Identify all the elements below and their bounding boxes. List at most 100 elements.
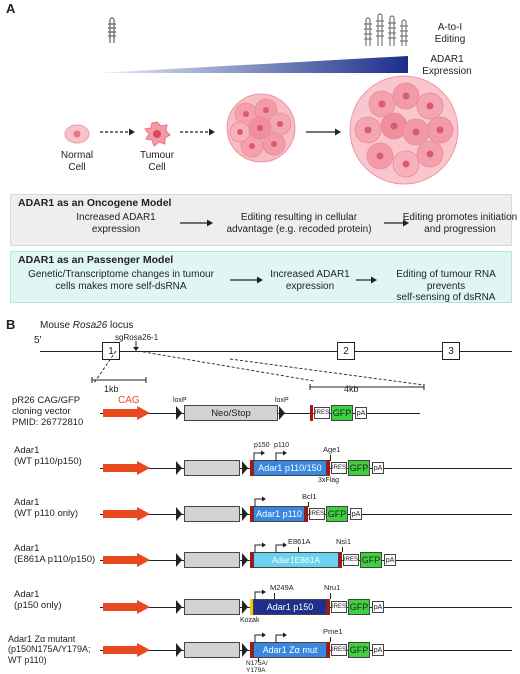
red-linker [305, 506, 308, 522]
oncogene-step-2: Editing resulting in cellular advantage … [226, 212, 372, 235]
n175a-mark: N175A/ Y179A [246, 660, 268, 674]
exon-1: 1 [102, 342, 120, 360]
age1-site: Age1 [323, 445, 341, 454]
gfp-label: GFP [332, 408, 352, 418]
nsi1-site: Nsi1 [336, 537, 352, 546]
neo-stop-cassette [184, 460, 240, 476]
insert-4-label: Adar1 p150 [266, 602, 314, 612]
loxp-site-icon [176, 643, 182, 657]
ires-label: IRES [310, 511, 325, 517]
tumour-cell-icon [144, 121, 171, 147]
p150-mark: p150 [254, 442, 270, 449]
loxp-site-icon [176, 406, 182, 420]
neo-stop-cassette [184, 642, 240, 658]
start-arrow-icon [254, 542, 266, 553]
loxp-site-icon [176, 507, 182, 521]
oncogene-step-3: Editing promotes initiation and progress… [402, 212, 518, 235]
red-linker [250, 460, 253, 476]
ires-label: IRES [332, 465, 347, 471]
zoom-lines [93, 351, 425, 386]
adar1-insert: Adar1E861A (p110/150) [253, 552, 339, 580]
insert-5-label: Adar1 Zα mut [262, 645, 318, 655]
loxp-site-icon [279, 406, 285, 420]
start-arrow-icon [254, 589, 266, 600]
oncogene-step-1: Increased ADAR1 expression [76, 212, 156, 235]
solid-arrow-icon [230, 276, 263, 284]
neo-stop-label: Neo/Stop [211, 408, 251, 419]
red-linker [250, 642, 253, 658]
construct-4-label: Adar1 (p150 only) [14, 589, 62, 611]
large-tumour-mass-icon [349, 75, 459, 185]
nru1-site: Nru1 [324, 583, 341, 592]
loxp-site-icon [242, 461, 248, 475]
adar1-expression-wedge [98, 56, 408, 73]
gfp-label: GFP [349, 645, 369, 655]
site-tick [330, 593, 331, 599]
cag-promoter-icon [103, 507, 150, 521]
cag-promoter-icon [103, 461, 150, 475]
gfp-box: GFP [348, 642, 370, 658]
solid-arrow-icon [306, 128, 341, 136]
start-arrow-icon [275, 542, 287, 553]
pa-box: pA [372, 601, 384, 613]
scale-4kb-label: 4kb [344, 384, 359, 394]
kozak-label: Kozak [240, 617, 260, 624]
ires-label: IRES [315, 410, 330, 416]
m249a-mark: M249A [270, 583, 294, 592]
solid-arrow-icon [384, 219, 409, 227]
tumour-mass-icon [226, 93, 296, 163]
insert-1-label: Adar1 p110/150 [258, 463, 322, 473]
exon-3: 3 [442, 342, 460, 360]
adar1-insert: Adar1 Zα mut [253, 642, 327, 658]
normal-cell-icon [64, 124, 90, 144]
pa-box: pA [372, 644, 384, 656]
panel-b-letter: B [6, 317, 16, 332]
gfp-box: GFP [331, 405, 353, 421]
insert-2-label: Adar1 p110 [256, 509, 302, 519]
site-tick [342, 547, 343, 552]
cag-promoter-icon [103, 643, 150, 657]
pa-label: pA [373, 465, 383, 472]
loxp-label: loxP [173, 397, 187, 404]
red-linker [327, 460, 330, 476]
construct-2-label: Adar1 (WT p110 only) [14, 497, 79, 519]
gfp-label: GFP [361, 555, 381, 565]
rna-hairpin-icon [108, 17, 116, 43]
oncogene-model-box [10, 194, 512, 246]
construct-5-label: Adar1 Zα mutant (p150N175A/Y179A; WT p11… [8, 634, 91, 665]
passenger-step-3: Editing of tumour RNA prevents self-sens… [396, 269, 496, 303]
loxp-site-icon [242, 507, 248, 521]
exon-1-label: 1 [108, 346, 114, 357]
bcl1-site: Bcl1 [302, 492, 317, 501]
red-linker [339, 552, 342, 568]
loxp-site-icon [242, 643, 248, 657]
cag-promoter-icon [103, 553, 150, 567]
solid-arrow-icon [356, 276, 377, 284]
ires-label: IRES [344, 557, 359, 563]
ires-label: IRES [332, 604, 347, 610]
locus-title-prefix: Mouse [40, 320, 73, 331]
panel-a-letter: A [6, 1, 16, 16]
red-linker [327, 642, 330, 658]
neo-stop-cassette [184, 552, 240, 568]
exon-2: 2 [337, 342, 355, 360]
locus-title-gene: Rosa26 [72, 320, 108, 331]
scale-1kb-label: 1kb [104, 384, 119, 394]
flag-tag-label: 3xFlag [318, 477, 340, 484]
ires-box: IRES [331, 644, 347, 656]
pa-label: pA [351, 511, 361, 518]
adar1-insert: Adar1 p110/150 [253, 460, 327, 476]
passenger-step-2: Increased ADAR1 expression [270, 269, 350, 292]
rna-hairpin-cluster-icon [364, 13, 408, 46]
passenger-step-1: Genetic/Transcriptome changes in tumour … [28, 269, 214, 292]
adar1-insert: Adar1 p150 [253, 599, 327, 615]
adar1-legend: ADAR1 Expression [422, 54, 472, 77]
start-arrow-icon [254, 632, 266, 643]
pa-box: pA [355, 407, 367, 419]
passenger-model-box [10, 251, 512, 303]
normal-cell-label: Normal Cell [60, 150, 94, 173]
gfp-label: GFP [327, 509, 347, 519]
kozak-marker [250, 599, 253, 615]
site-tick [330, 455, 331, 461]
site-tick [330, 637, 331, 642]
